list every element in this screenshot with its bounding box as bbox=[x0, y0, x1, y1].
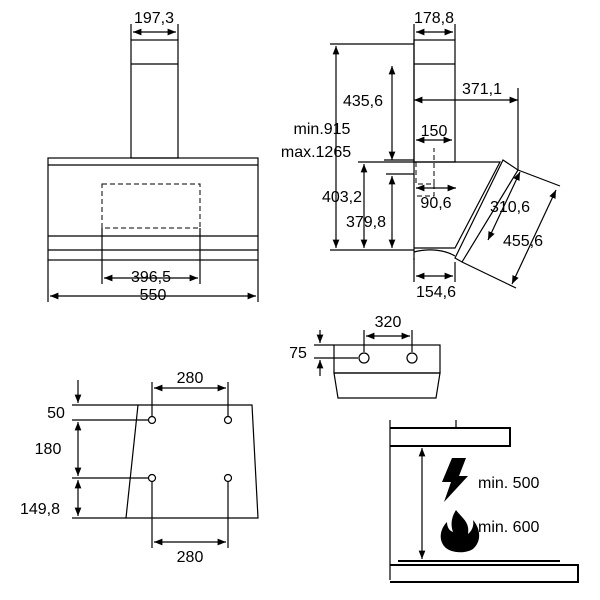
clearance-electric: min. 500 bbox=[478, 475, 539, 492]
lightning-icon bbox=[442, 458, 468, 502]
dim-chimney-depth: 178,8 bbox=[414, 10, 454, 27]
dim-base-depth: 154,6 bbox=[416, 284, 456, 301]
hidden-duct-outline bbox=[415, 148, 435, 197]
template-hole bbox=[147, 415, 157, 425]
template-hole bbox=[147, 473, 157, 483]
dim-hole-height: 75 bbox=[289, 345, 307, 362]
chimney-side bbox=[413, 39, 456, 163]
front-view: 197,3 396,5 550 bbox=[47, 10, 259, 304]
mounting-bracket: 320 75 bbox=[289, 314, 441, 399]
dim-panel-455: 455,6 bbox=[503, 233, 543, 250]
bracket-hole-left bbox=[358, 352, 370, 364]
bracket-plate bbox=[333, 344, 441, 374]
cooktop bbox=[390, 564, 579, 583]
dim-offset-150: 150 bbox=[421, 123, 448, 140]
hood-body-side bbox=[414, 161, 501, 249]
dim-vertical-spacing: 180 bbox=[35, 441, 62, 458]
cooktop-clearance: min. 500 min. 600 bbox=[389, 420, 579, 583]
wall-template: 280 280 50 180 149,8 bbox=[20, 370, 259, 566]
dim-total-width: 550 bbox=[140, 287, 167, 304]
dim-inner-width: 396,5 bbox=[131, 269, 171, 286]
dim-offset-bottom: 149,8 bbox=[20, 501, 60, 518]
dim-height-379: 379,8 bbox=[346, 214, 386, 231]
dim-chimney-width: 197,3 bbox=[134, 10, 174, 27]
chimney-front bbox=[130, 39, 179, 159]
dim-offset-top: 50 bbox=[47, 405, 65, 422]
dim-panel-310: 310,6 bbox=[490, 199, 530, 216]
dim-bottom-spacing: 280 bbox=[177, 549, 204, 566]
dim-hole-spacing: 320 bbox=[375, 314, 402, 331]
template-outline bbox=[125, 404, 259, 519]
template-hole bbox=[223, 473, 233, 483]
dim-offset-90: 90,6 bbox=[420, 195, 451, 212]
clearance-gas: min. 600 bbox=[478, 519, 539, 536]
dim-height-max: max.1265 bbox=[281, 144, 351, 161]
template-hole bbox=[223, 415, 233, 425]
dim-height-403: 403,2 bbox=[322, 189, 362, 206]
side-view: 178,8 371,1 435,6 min.915 max.1265 150 4… bbox=[281, 10, 561, 301]
hidden-motor-outline bbox=[101, 183, 201, 229]
bracket-hole-right bbox=[406, 352, 418, 364]
hood-body-front bbox=[47, 157, 259, 261]
hood-underside bbox=[390, 427, 511, 447]
dim-height-min: min.915 bbox=[294, 121, 351, 138]
flame-icon bbox=[440, 510, 480, 553]
dim-top-spacing: 280 bbox=[177, 370, 204, 387]
dim-depth-total: 371,1 bbox=[462, 81, 502, 98]
dim-chimney-height: 435,6 bbox=[343, 93, 383, 110]
